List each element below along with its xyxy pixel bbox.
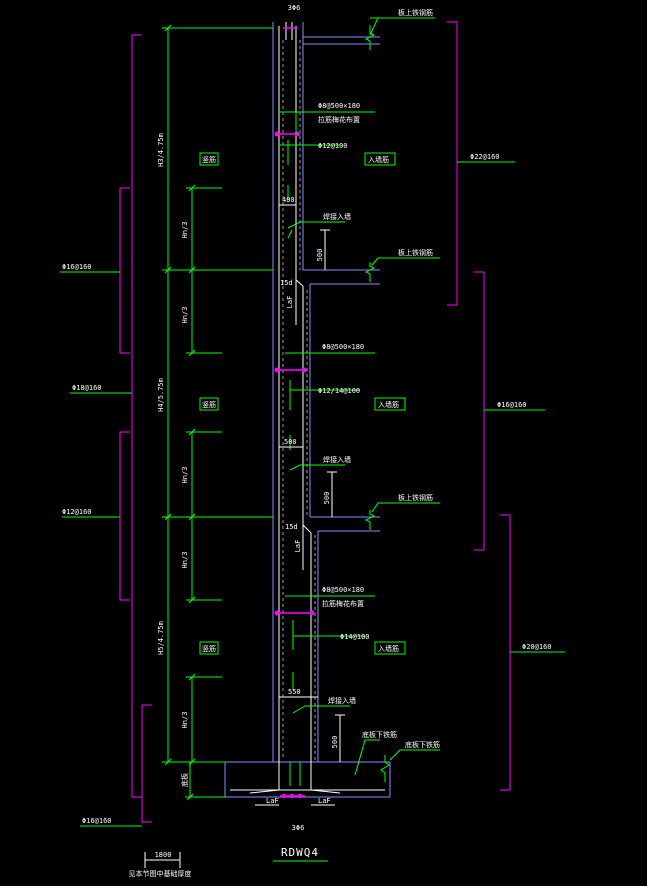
lof-4-label: LaF <box>294 540 302 553</box>
bottom-spacing-label: 3Φ6 <box>292 824 305 832</box>
mark-2-label: 竖筋 <box>202 400 216 409</box>
dim-500b-label: 500 <box>284 438 297 446</box>
box-2-label: 入墙筋 <box>378 400 399 409</box>
break-symbols <box>364 25 390 782</box>
note-8-label: Φ14@100 <box>340 633 370 641</box>
left-callouts <box>60 271 142 827</box>
left-brackets <box>119 34 152 823</box>
lof-6-label: LaF <box>318 797 331 805</box>
tie-markers <box>274 27 315 799</box>
mark-3-label: 竖筋 <box>202 644 216 653</box>
lof-2-label: LaF <box>286 296 294 309</box>
note-3-label: Φ12@100 <box>318 142 348 150</box>
lof-5-label: LaF <box>266 797 279 805</box>
base-1-label: 底板下铁筋 <box>362 730 397 739</box>
right-callouts <box>457 161 565 653</box>
box-1-label: 入墙筋 <box>368 155 389 164</box>
left-1-label: Φ16@160 <box>62 263 92 271</box>
note-6-label: Φ8@500×180 <box>322 586 364 594</box>
seg-2-label: Hn/3 <box>181 307 189 324</box>
h1-label: H3/4.75m <box>157 133 165 167</box>
dim-400-label: 400 <box>282 196 295 204</box>
base-label: 底板 <box>180 773 189 787</box>
weld-1-label: 焊接入墙 <box>323 212 351 221</box>
right-2-label: Φ16@160 <box>497 401 527 409</box>
base-2-label: 底板下铁筋 <box>405 740 440 749</box>
right-3-label: Φ20@160 <box>522 643 552 651</box>
left-3-label: Φ12@160 <box>62 508 92 516</box>
top-spacing-label: 3Φ6 <box>288 4 301 12</box>
left-2-label: Φ18@160 <box>72 384 102 392</box>
mark-1-label: 竖筋 <box>202 155 216 164</box>
dim-550-label: 550 <box>288 688 301 696</box>
dim-500d-label: 500 <box>331 736 339 749</box>
weld-2-label: 焊接入墙 <box>323 455 351 464</box>
note-4-label: Φ8@500×180 <box>322 343 364 351</box>
dashed-lines <box>282 40 316 760</box>
dim-500c-label: 500 <box>323 492 331 505</box>
seg-5-label: Hn/3 <box>181 712 189 729</box>
box-3-label: 入墙筋 <box>378 644 399 653</box>
level-dimension <box>162 27 273 798</box>
note-5-label: Φ12/14@100 <box>318 387 360 395</box>
wall-outline <box>224 22 391 798</box>
dim-1800-label: 1800 <box>155 851 172 859</box>
bottom-note-label: 见本节图中基础厚度 <box>129 869 192 878</box>
floor-3-label: 板上铁钢筋 <box>398 493 433 502</box>
right-1-label: Φ22@160 <box>470 153 500 161</box>
lof-3-label: 15d <box>285 523 298 531</box>
note-2-label: 拉筋梅花布置 <box>318 115 360 124</box>
lof-1-label: 15d <box>280 279 293 287</box>
seg-1-label: Hn/3 <box>181 222 189 239</box>
h2-label: H4/5.75m <box>157 378 165 412</box>
dim-500a-label: 500 <box>316 249 324 262</box>
note-7-label: 拉筋梅花布置 <box>322 599 364 608</box>
right-leaders <box>280 17 440 776</box>
note-1-label: Φ8@500×180 <box>318 102 360 110</box>
h3-label: H5/4.75m <box>157 621 165 655</box>
left-4-label: Φ16@160 <box>82 817 112 825</box>
seg-4-label: Hn/3 <box>181 552 189 569</box>
floor-2-label: 板上铁钢筋 <box>398 248 433 257</box>
drawing-title: RDWQ4 <box>281 846 319 859</box>
weld-3-label: 焊接入墙 <box>328 696 356 705</box>
floor-1-label: 板上铁钢筋 <box>398 8 433 17</box>
level-ticks <box>164 24 196 801</box>
seg-3-label: Hn/3 <box>181 467 189 484</box>
text-layer: 3Φ6 3Φ6 H3/4.75m H4/5.75m H5/4.75m Hn/3 … <box>62 4 552 878</box>
wall-rebars <box>230 22 385 794</box>
lap-markers <box>295 280 304 570</box>
small-dimensions <box>144 204 345 868</box>
yellow-boxes <box>199 152 406 655</box>
